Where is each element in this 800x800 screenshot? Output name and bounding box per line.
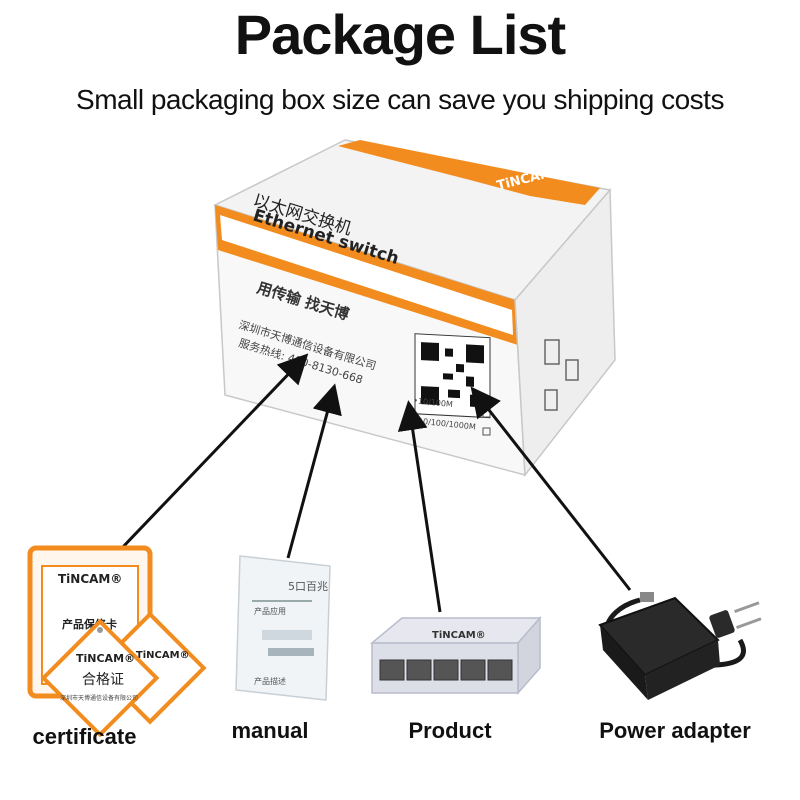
- label-product: Product: [408, 718, 492, 743]
- page-title: Package List: [234, 3, 566, 66]
- switch-brand: TiNCAM®: [432, 630, 486, 641]
- option-checkbox-2: [482, 427, 491, 436]
- qc-tag-title: 合格证: [82, 672, 124, 688]
- box-side-icon-umbrella: [544, 339, 560, 365]
- qc-tag-front: [40, 618, 160, 738]
- qc-tag-company: 深圳市天博通信设备有限公司: [60, 694, 138, 702]
- label-power-adapter: Power adapter: [599, 718, 751, 743]
- box-front-band-inner: [220, 215, 513, 335]
- pointer-arrows: [118, 353, 632, 613]
- arrow-product: [397, 400, 442, 613]
- manual-line-1: 产品应用: [254, 606, 286, 616]
- arrow-manual: [286, 383, 342, 559]
- manual-line-2: 产品描述: [254, 676, 286, 686]
- power-adapter: [598, 592, 762, 700]
- box-side-icon-fragile: [565, 359, 579, 381]
- box-side-icon-up: [544, 389, 558, 411]
- certificate-items: TiNCAM® 产品保修卡 TiNCAM® TiNCAM® 合格证 深圳市天博通…: [27, 545, 207, 738]
- box-side-face: [514, 188, 616, 478]
- svg-text:TiNCAM®: TiNCAM®: [136, 650, 190, 661]
- network-switch: TiNCAM®: [369, 616, 542, 695]
- box-top-stripe: [338, 140, 600, 205]
- qc-tag-brand: TiNCAM®: [76, 652, 135, 665]
- label-manual: manual: [231, 718, 309, 743]
- arrow-power-adapter: [470, 386, 632, 591]
- manual-heading: 5口百兆: [288, 580, 328, 593]
- warranty-card-brand: TiNCAM®: [58, 572, 122, 586]
- label-certificate: certificate: [32, 724, 137, 749]
- manual-booklet: 5口百兆 产品应用 产品描述: [235, 555, 331, 701]
- arrow-certificate: [118, 353, 309, 552]
- page-subtitle: Small packaging box size can save you sh…: [76, 84, 724, 115]
- shipping-box: TiNCAM® 以太网交换机 Ethernet switch 用传输 找天博 深…: [213, 139, 616, 478]
